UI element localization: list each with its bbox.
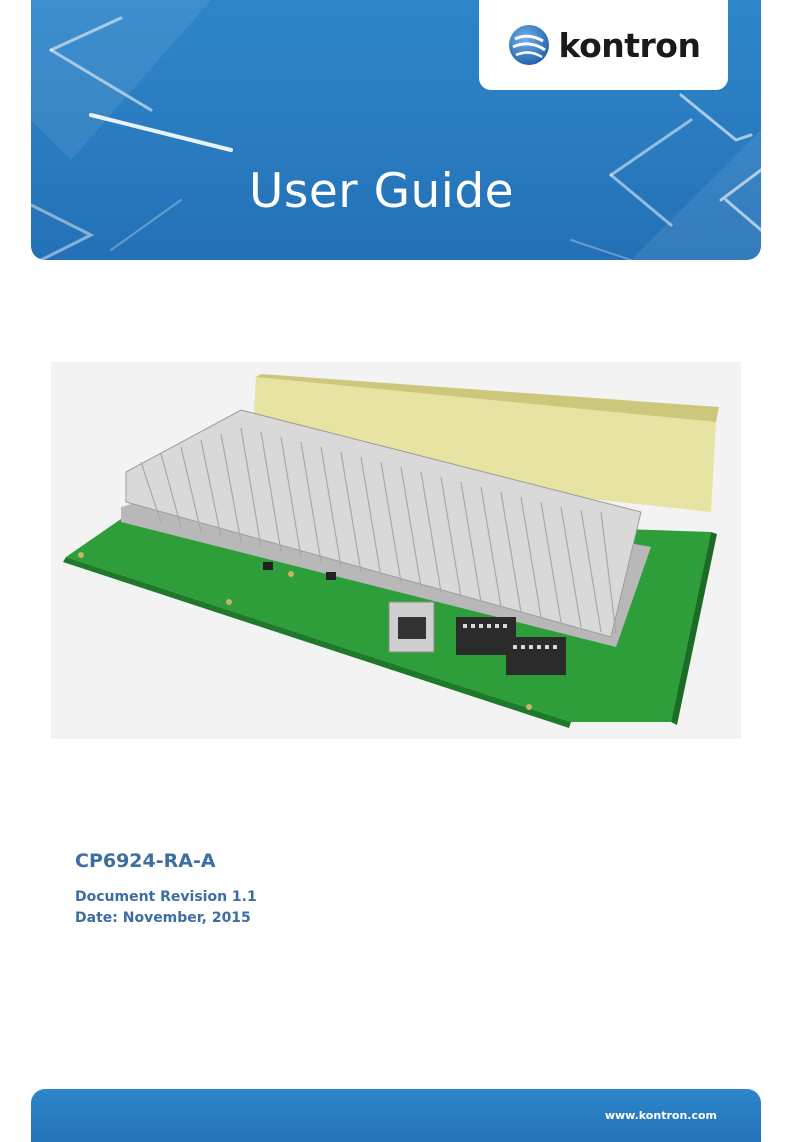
page-title: User Guide [249, 164, 515, 219]
header-banner: kontron User Guide [31, 0, 761, 260]
kontron-globe-icon [508, 25, 549, 65]
logo-text: kontron [558, 25, 701, 65]
logo: kontron [479, 0, 728, 90]
banner-decoration [31, 0, 761, 260]
document-date: Date: November, 2015 [75, 910, 251, 926]
footer-banner: www.kontron.com [31, 1089, 761, 1142]
product-name: CP6924-RA-A [75, 850, 216, 872]
product-photo [51, 362, 741, 739]
document-revision: Document Revision 1.1 [75, 889, 257, 905]
website-link[interactable]: www.kontron.com [604, 1109, 717, 1122]
